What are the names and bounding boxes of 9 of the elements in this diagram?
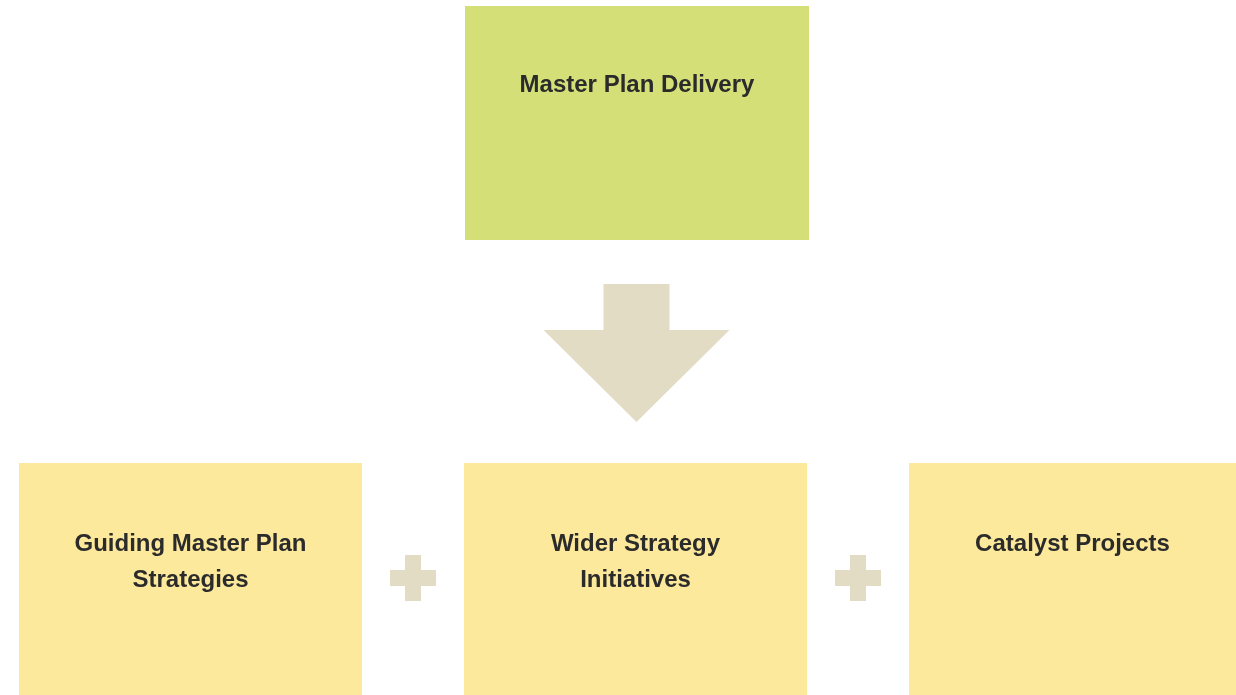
box-title: Master Plan Delivery <box>519 69 755 99</box>
process-box <box>465 6 809 240</box>
process-box <box>19 463 362 695</box>
box-title: Guiding Master Plan Strategies <box>73 528 308 594</box>
box-title: Wider Strategy Initiatives <box>549 528 722 594</box>
process-box <box>909 463 1236 695</box>
box-title: Catalyst Projects <box>975 528 1170 558</box>
process-box <box>464 463 807 695</box>
block-arrow <box>543 284 730 422</box>
